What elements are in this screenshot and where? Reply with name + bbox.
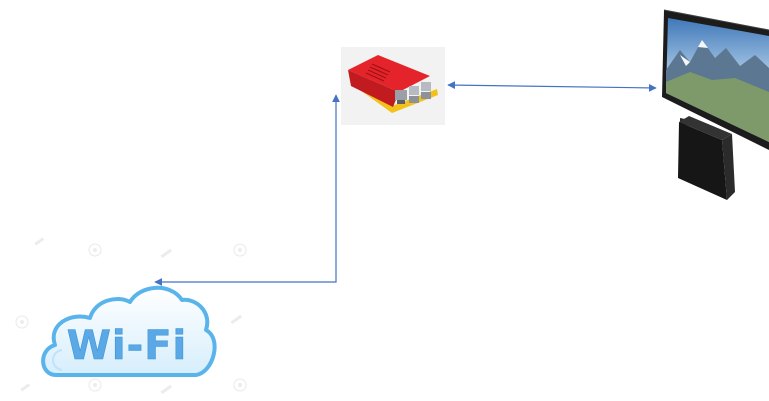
connector-pi-to-tv [447,81,657,92]
wifi-cloud-icon: Wi-Fi [41,285,217,377]
connector-wifi-to-pi [154,94,340,286]
television-with-box-icon [662,9,769,200]
wifi-label: Wi-Fi [67,323,187,369]
raspberry-pi-red-case-icon [341,47,445,125]
